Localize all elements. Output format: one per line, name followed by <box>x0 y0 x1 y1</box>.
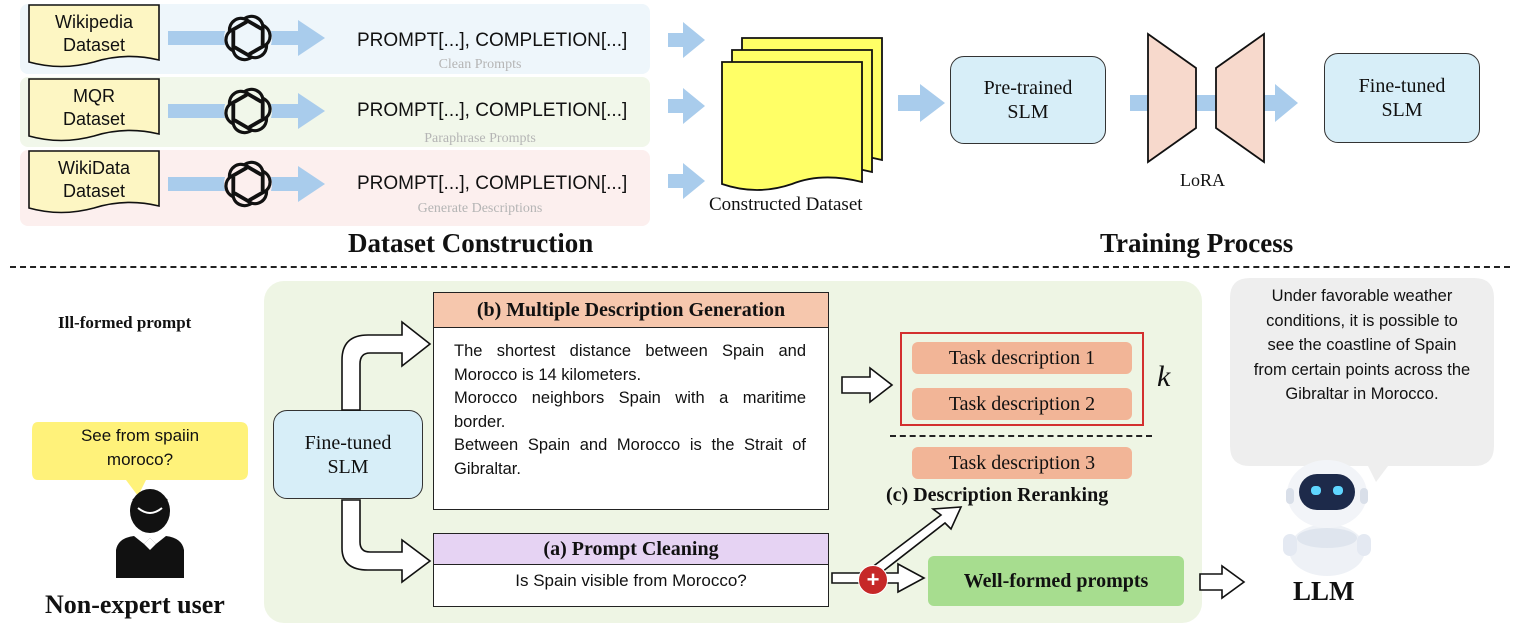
user-speech-bubble-shape <box>32 422 248 496</box>
row1-subtitle: Clean Prompts <box>438 57 522 72</box>
description-generation-panel: (b) Multiple Description Generation The … <box>433 292 829 510</box>
document-shape-icon <box>28 4 160 68</box>
task-description-2: Task description 2 <box>912 388 1132 420</box>
to-reranking-arrow <box>841 366 894 404</box>
generated-description-2: Morocco neighbors Spain with a maritime … <box>454 389 806 431</box>
prompt-cleaning-panel: (a) Prompt Cleaning Is Spain visible fro… <box>433 533 829 607</box>
reranking-to-plus-arrow <box>865 506 963 581</box>
well-formed-prompts-box: Well-formed prompts <box>928 556 1184 606</box>
openai-logo-icon <box>220 85 276 137</box>
constructed-dataset-label: Constructed Dataset <box>709 194 863 215</box>
user-avatar-icon <box>116 489 184 578</box>
generated-description-1: The shortest distance between Spain and … <box>454 342 806 384</box>
dataset-construction-heading: Dataset Construction <box>348 228 594 258</box>
openai-logo-icon <box>220 158 276 210</box>
to-llm-arrow <box>1199 564 1246 600</box>
document-shape-icon <box>28 78 160 142</box>
row3-subtitle: Generate Descriptions <box>417 201 543 216</box>
constructed-dataset-stack-icon <box>721 37 883 191</box>
dataset-arrows-layer <box>168 12 705 210</box>
generated-description-3: Between Spain and Morocco is the Strait … <box>454 436 806 478</box>
slm-branch-arrows <box>341 320 432 584</box>
to-dataset-arrow-3 <box>668 163 705 199</box>
llm-speech-bubble-shape <box>1230 278 1494 482</box>
row1-prompt-completion: PROMPT[...], COMPLETION[...] <box>357 30 628 51</box>
llm-label: LLM <box>1293 576 1355 606</box>
llm-response-text: Under favorable weather conditions, it i… <box>1253 287 1471 403</box>
non-expert-user-label: Non-expert user <box>45 590 225 619</box>
lora-adapter-icon <box>1147 32 1265 164</box>
prompt-cleaning-title: (a) Prompt Cleaning <box>434 534 828 565</box>
top-k-selection-frame <box>900 332 1144 426</box>
prompt-cleaning-text: Is Spain visible from Morocco? <box>515 571 747 590</box>
description-reranking-label: (c) Description Reranking <box>886 484 1109 506</box>
ill-formed-prompt-label: Ill-formed prompt <box>58 313 192 332</box>
row2-subtitle: Paraphrase Prompts <box>424 131 536 146</box>
task-description-3: Task description 3 <box>912 447 1132 479</box>
description-generation-text: The shortest distance between Spain and … <box>434 328 828 481</box>
lora-label: LoRA <box>1180 170 1225 190</box>
plus-icon: + <box>858 565 888 595</box>
openai-logo-icon <box>220 12 276 64</box>
robot-icon <box>1283 460 1371 576</box>
row3-prompt-completion: PROMPT[...], COMPLETION[...] <box>357 173 628 194</box>
section-divider <box>10 266 1510 268</box>
training-process-heading: Training Process <box>1100 228 1294 258</box>
description-generation-title: (b) Multiple Description Generation <box>434 293 828 328</box>
plus-symbol: + <box>866 567 880 592</box>
row2-prompt-completion: PROMPT[...], COMPLETION[...] <box>357 100 628 121</box>
to-dataset-arrow-2 <box>668 88 705 124</box>
task-description-1: Task description 1 <box>912 342 1132 374</box>
k-label: k <box>1157 360 1171 393</box>
training-arrows-layer <box>898 84 1298 122</box>
cutoff-dashed-line <box>890 435 1152 437</box>
document-shape-icon <box>28 150 160 214</box>
to-dataset-arrow-1 <box>668 22 705 58</box>
